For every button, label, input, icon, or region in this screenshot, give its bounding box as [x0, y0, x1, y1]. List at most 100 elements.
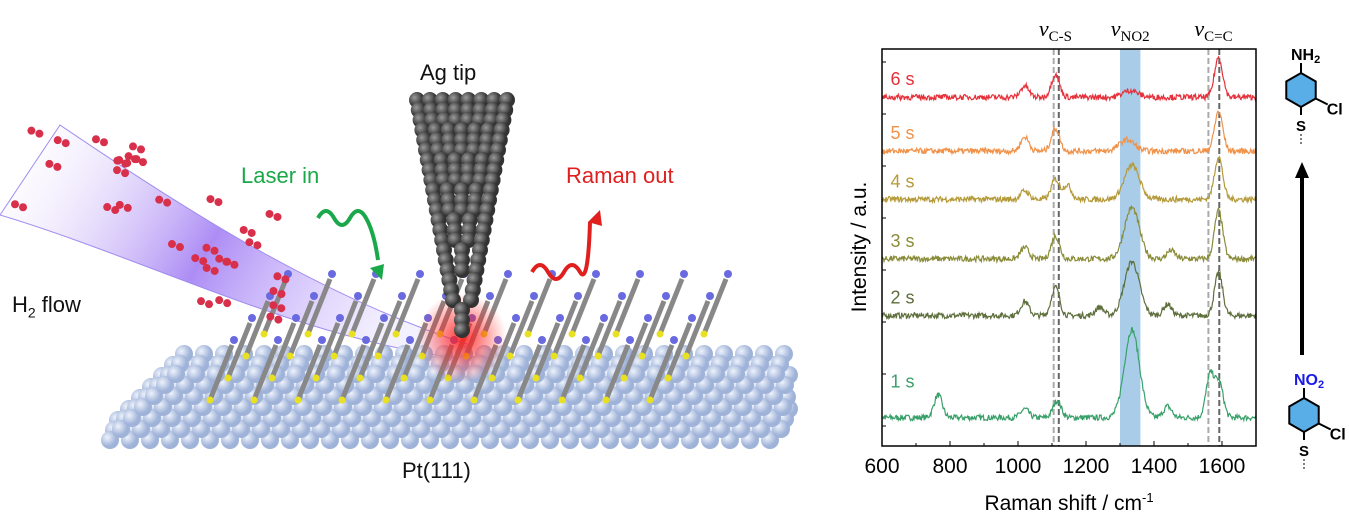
pt-atom: [587, 365, 605, 383]
h-atom: [245, 238, 254, 247]
h-atom: [266, 312, 275, 321]
nitrogen-atom: [600, 314, 608, 322]
h-atom: [175, 243, 184, 252]
molecule-chain: [383, 344, 411, 401]
h-atom: [113, 166, 122, 175]
molecule-chain: [393, 278, 421, 335]
ag-tip-label: Ag tip: [420, 60, 477, 85]
molecule-chain: [207, 344, 235, 401]
sulfur-atom: [558, 396, 566, 404]
h-atom: [210, 266, 219, 275]
h-atom: [230, 260, 239, 269]
nitrogen-atom: [230, 336, 238, 344]
nitrogen-atom: [574, 292, 582, 300]
molecule-chain: [525, 278, 553, 335]
molecule-chain: [295, 344, 323, 401]
sulfur-atom: [400, 374, 408, 382]
sulfur-atom: [348, 330, 356, 338]
molecule-chain: [225, 322, 253, 379]
bond: [1315, 97, 1329, 106]
h-atom: [129, 142, 138, 151]
h-atom: [53, 136, 62, 145]
chlorine-label: Cl: [1330, 427, 1346, 444]
ag-atom: [454, 322, 470, 338]
sulfur-atom: [514, 396, 522, 404]
h-atom: [222, 257, 231, 266]
pt-atom: [507, 365, 525, 383]
h-atom: [115, 200, 124, 209]
h-atom: [253, 241, 262, 250]
pt-atom: [727, 365, 745, 383]
h-atom: [138, 158, 147, 167]
molecule-chain: [507, 300, 535, 357]
h-atom: [155, 195, 164, 204]
sulfur-atom: [646, 396, 654, 404]
sulfur-atom: [356, 374, 364, 382]
laser-in-label: Laser in: [241, 163, 320, 188]
molecule-chain: [613, 278, 641, 335]
sulfur-atom: [656, 330, 664, 338]
molecule-chain: [349, 278, 377, 335]
h-atom: [215, 296, 224, 305]
nitrogen-atom: [310, 292, 318, 300]
nitrogen-atom: [644, 314, 652, 322]
sulfur-atom: [506, 352, 514, 360]
sulfur-atom: [550, 352, 558, 360]
sulfur-atom: [594, 352, 602, 360]
pt-atom: [156, 376, 174, 394]
h-atom: [19, 203, 28, 212]
benzene-ring: [1288, 396, 1320, 434]
pt111-label: Pt(111): [402, 458, 471, 483]
h-atom: [205, 300, 214, 309]
sulfur-atom: [224, 374, 232, 382]
nitrogen-atom: [556, 314, 564, 322]
molecule-chain: [313, 322, 341, 379]
sulfur-atom: [374, 352, 382, 360]
h-atom: [27, 126, 36, 135]
pt-atom: [707, 365, 725, 383]
group-text: NO: [1294, 372, 1318, 389]
molecule-chain: [339, 344, 367, 401]
group-sub: 2: [1314, 54, 1320, 66]
nitrogen-atom: [626, 336, 634, 344]
sulfur-atom: [294, 396, 302, 404]
h-atom: [215, 254, 224, 263]
nitrogen-atom: [636, 270, 644, 278]
nitrogen-atom: [592, 270, 600, 278]
h-atom: [210, 246, 219, 255]
sulfur-atom: [700, 330, 708, 338]
functional-group: NH2: [1291, 47, 1320, 66]
h-atom: [214, 198, 223, 207]
molecule-chain: [357, 322, 385, 379]
pt-atom: [112, 420, 130, 438]
h-atom: [103, 203, 112, 212]
ag-tip: [409, 92, 515, 338]
sulfur-atom: [612, 330, 620, 338]
nitrogen-atom: [582, 336, 590, 344]
h-atom: [11, 200, 20, 209]
pt-atom: [547, 365, 565, 383]
nitrogen-atom: [406, 336, 414, 344]
pt-atom: [367, 365, 385, 383]
sulfur-atom: [682, 352, 690, 360]
nitrogen-atom: [398, 292, 406, 300]
reaction-arrowhead: [1295, 162, 1309, 178]
benzene-ring: [1285, 71, 1317, 109]
nitrogen-atom: [538, 336, 546, 344]
molecule-chain: [569, 278, 597, 335]
molecule-chain: [243, 300, 271, 357]
h-atom: [247, 228, 256, 237]
h-atom: [274, 315, 283, 324]
pt-atom: [167, 365, 185, 383]
h-atom: [53, 162, 62, 171]
molecule-chain: [665, 322, 693, 379]
flow-rest: flow: [35, 292, 81, 317]
nitrogen-atom: [670, 336, 678, 344]
h-atom: [91, 135, 100, 144]
h2-flow-label: H2 flow: [12, 292, 81, 320]
h-atom: [35, 129, 44, 138]
sulfur-atom: [286, 352, 294, 360]
molecule-chain: [577, 322, 605, 379]
